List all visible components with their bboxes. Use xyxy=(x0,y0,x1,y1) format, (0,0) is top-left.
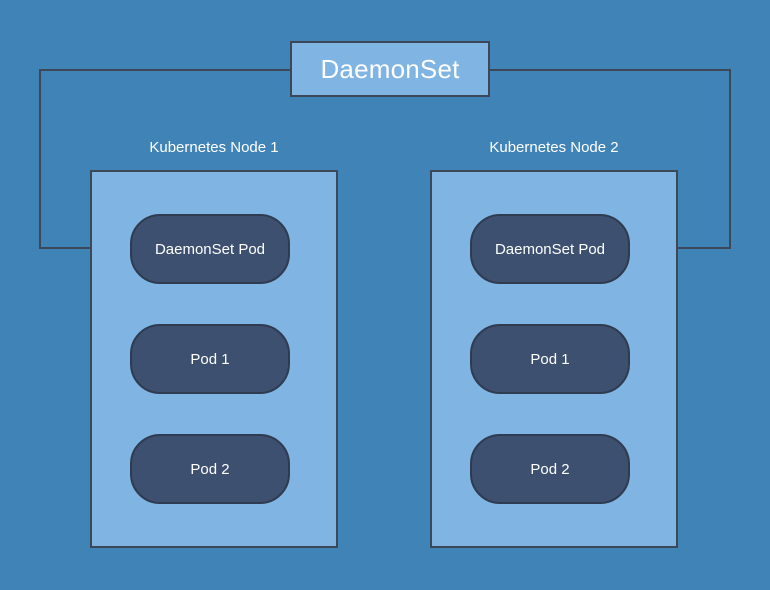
pod-label: Pod 1 xyxy=(190,350,230,368)
node-2-pod-2[interactable]: Pod 2 xyxy=(470,434,630,504)
pod-label: DaemonSet Pod xyxy=(154,240,266,258)
connector-daemonset-to-node-2 xyxy=(490,69,731,253)
node-2-daemonset-pod[interactable]: DaemonSet Pod xyxy=(470,214,630,284)
pod-label: Pod 1 xyxy=(530,350,570,368)
node-1-pod-2[interactable]: Pod 2 xyxy=(130,434,290,504)
pod-label: Pod 2 xyxy=(190,460,230,478)
daemonset-title: DaemonSet xyxy=(320,54,460,84)
node-1-daemonset-pod[interactable]: DaemonSet Pod xyxy=(130,214,290,284)
pod-label: DaemonSet Pod xyxy=(494,240,606,258)
pod-label: Pod 2 xyxy=(530,460,570,478)
node-2-pod-1[interactable]: Pod 1 xyxy=(470,324,630,394)
node-1-pod-1[interactable]: Pod 1 xyxy=(130,324,290,394)
daemonset-box[interactable]: DaemonSet xyxy=(290,41,490,97)
connector-daemonset-to-node-1 xyxy=(39,69,290,253)
node-1-label: Kubernetes Node 1 xyxy=(149,139,279,156)
node-2-label: Kubernetes Node 2 xyxy=(489,139,619,156)
